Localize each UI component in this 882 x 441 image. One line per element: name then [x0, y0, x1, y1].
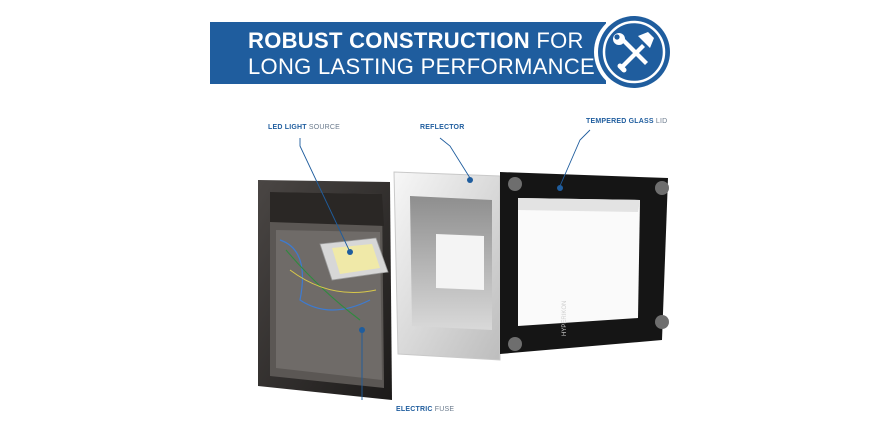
headline-bold: ROBUST CONSTRUCTION [248, 28, 530, 53]
glass-leader-line [559, 129, 591, 187]
reflector-callout-dot [467, 177, 473, 183]
housing [258, 180, 392, 400]
led-callout-dot [347, 249, 353, 255]
fuse-callout-dot [359, 327, 365, 333]
headline-line2: LONG LASTING PERFORMANCE [248, 54, 596, 79]
glass-callout-dot [557, 185, 563, 191]
led-board [319, 237, 389, 281]
brand-mark: HYPERIKON [562, 301, 568, 336]
wrench-hammer-icon [602, 20, 666, 84]
label-glass-bold: TEMPERED GLASS [586, 118, 654, 125]
label-reflector: REFLECTOR [420, 124, 464, 131]
label-fuse-rest: FUSE [432, 406, 455, 413]
label-reflector-text: REFLECTOR [420, 124, 465, 131]
headline-banner: ROBUST CONSTRUCTION FOR LONG LASTING PER… [210, 22, 606, 84]
tempered-glass-lid [500, 172, 669, 354]
headline-text: ROBUST CONSTRUCTION FOR LONG LASTING PER… [248, 28, 595, 80]
led-leader-line [299, 138, 351, 253]
tools-badge [598, 16, 670, 88]
label-led-light-source: LED LIGHT SOURCE [268, 124, 340, 131]
label-fuse-bold: ELECTRIC [396, 406, 433, 413]
reflector [393, 171, 501, 361]
reflector-leader-line [439, 137, 471, 179]
label-glass-rest: LID [653, 118, 668, 125]
label-led-bold: LED LIGHT [268, 124, 307, 131]
label-tempered-glass-lid: TEMPERED GLASS LID [586, 118, 667, 125]
headline-rest: FOR [529, 28, 584, 53]
label-electric-fuse: ELECTRIC FUSE [396, 406, 454, 413]
callouts [299, 129, 591, 400]
label-led-rest: SOURCE [306, 124, 341, 131]
